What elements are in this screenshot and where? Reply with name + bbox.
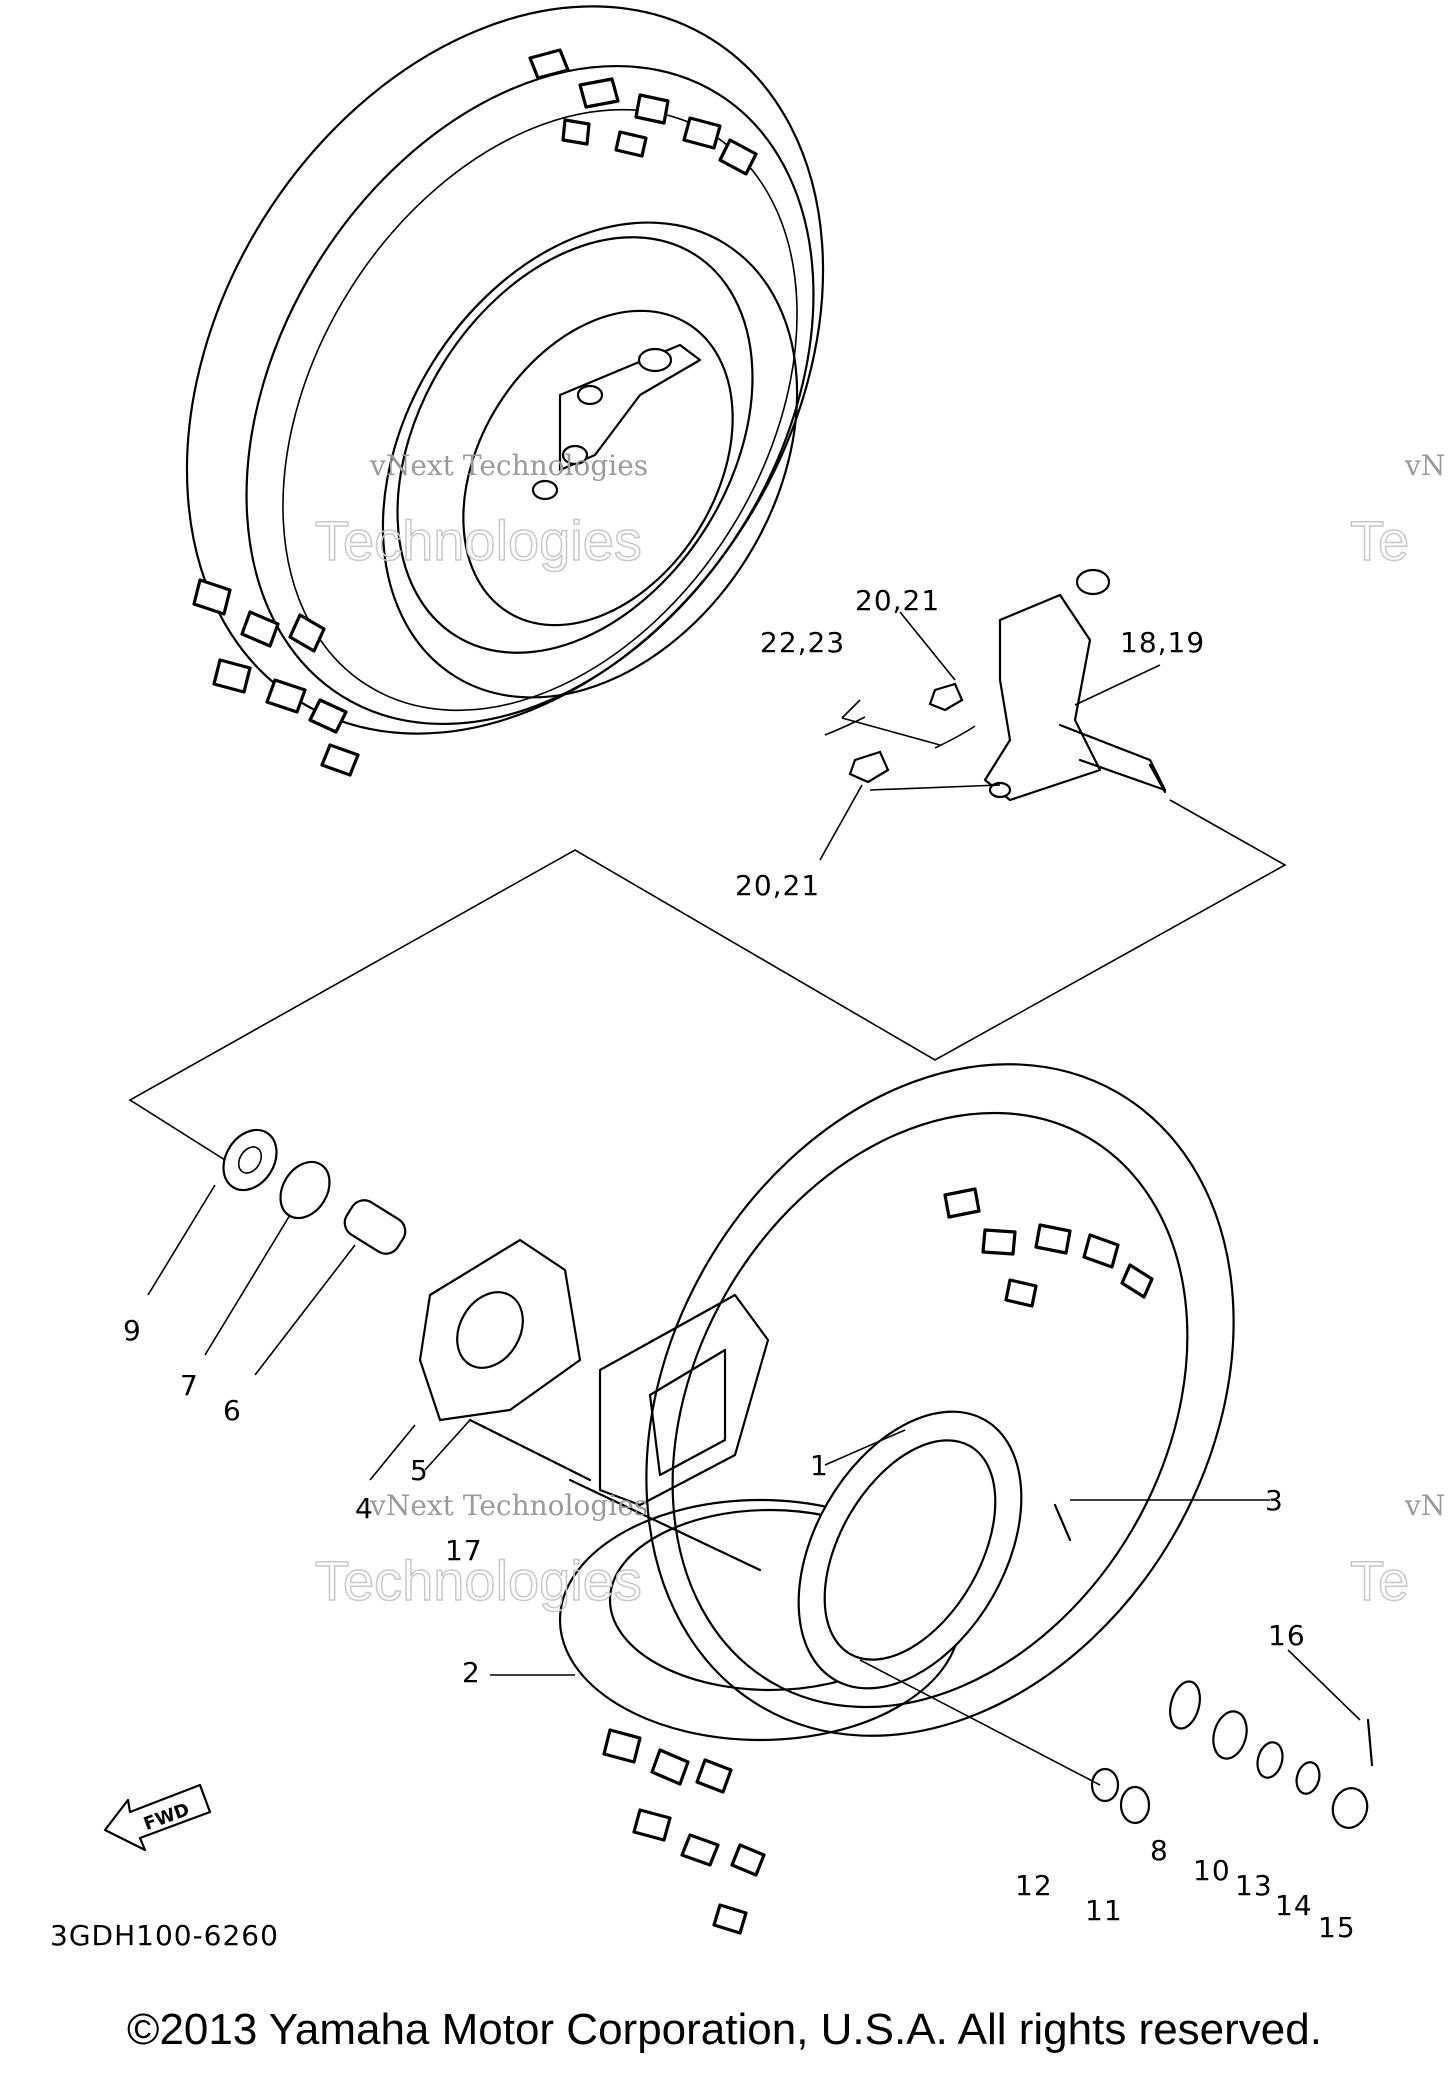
callout-1: 1	[810, 1449, 829, 1482]
assembled-wheel	[185, 5, 825, 777]
exploded-wheel	[222, 1063, 1374, 1935]
callouts: 20,21 22,23 18,19 20,21 9 7 6 5 4 17 1 3…	[123, 584, 1356, 1944]
callout-16: 16	[1268, 1619, 1306, 1652]
watermark-edge-logo: Te	[1350, 509, 1409, 572]
copyright-notice: ©2013 Yamaha Motor Corporation, U.S.A. A…	[127, 2005, 1322, 2054]
callout-13: 13	[1235, 1869, 1273, 1902]
callout-14: 14	[1275, 1889, 1313, 1922]
watermark-text: vNext Technologies	[369, 1489, 648, 1522]
callout-22-23: 22,23	[760, 626, 845, 659]
watermarks: vNext Technologies Technologies vNext Te…	[314, 449, 1445, 1613]
watermark-text: vNext Technologies	[369, 449, 648, 482]
callout-2: 2	[462, 1656, 481, 1689]
callout-5: 5	[410, 1454, 429, 1487]
callout-15: 15	[1318, 1911, 1356, 1944]
callout-7: 7	[180, 1369, 199, 1402]
watermark-edge-logo: Te	[1350, 1549, 1409, 1612]
callout-18-19: 18,19	[1120, 626, 1205, 659]
knuckle-assembly	[824, 568, 1167, 802]
callout-12: 12	[1015, 1869, 1053, 1902]
leader-lines	[147, 611, 1361, 1786]
watermark-edge-text: vN	[1404, 1489, 1445, 1522]
forward-direction-arrow: FWD	[103, 1783, 212, 1852]
callout-11: 11	[1085, 1894, 1123, 1927]
callout-3: 3	[1265, 1484, 1284, 1517]
assembly-guide-lines	[128, 699, 1287, 1161]
watermark-edge-text: vN	[1404, 449, 1445, 482]
callout-10: 10	[1193, 1854, 1231, 1887]
watermark-logo: Technologies	[315, 509, 642, 572]
callout-8: 8	[1150, 1834, 1169, 1867]
callout-4: 4	[355, 1492, 374, 1525]
watermark-logo: Technologies	[315, 1549, 642, 1612]
callout-9: 9	[123, 1314, 142, 1347]
callout-17: 17	[445, 1534, 483, 1567]
callout-6: 6	[223, 1394, 242, 1427]
callout-20-21-bottom: 20,21	[735, 869, 820, 902]
drawing-code: 3GDH100-6260	[50, 1919, 279, 1952]
callout-20-21-top: 20,21	[855, 584, 940, 617]
